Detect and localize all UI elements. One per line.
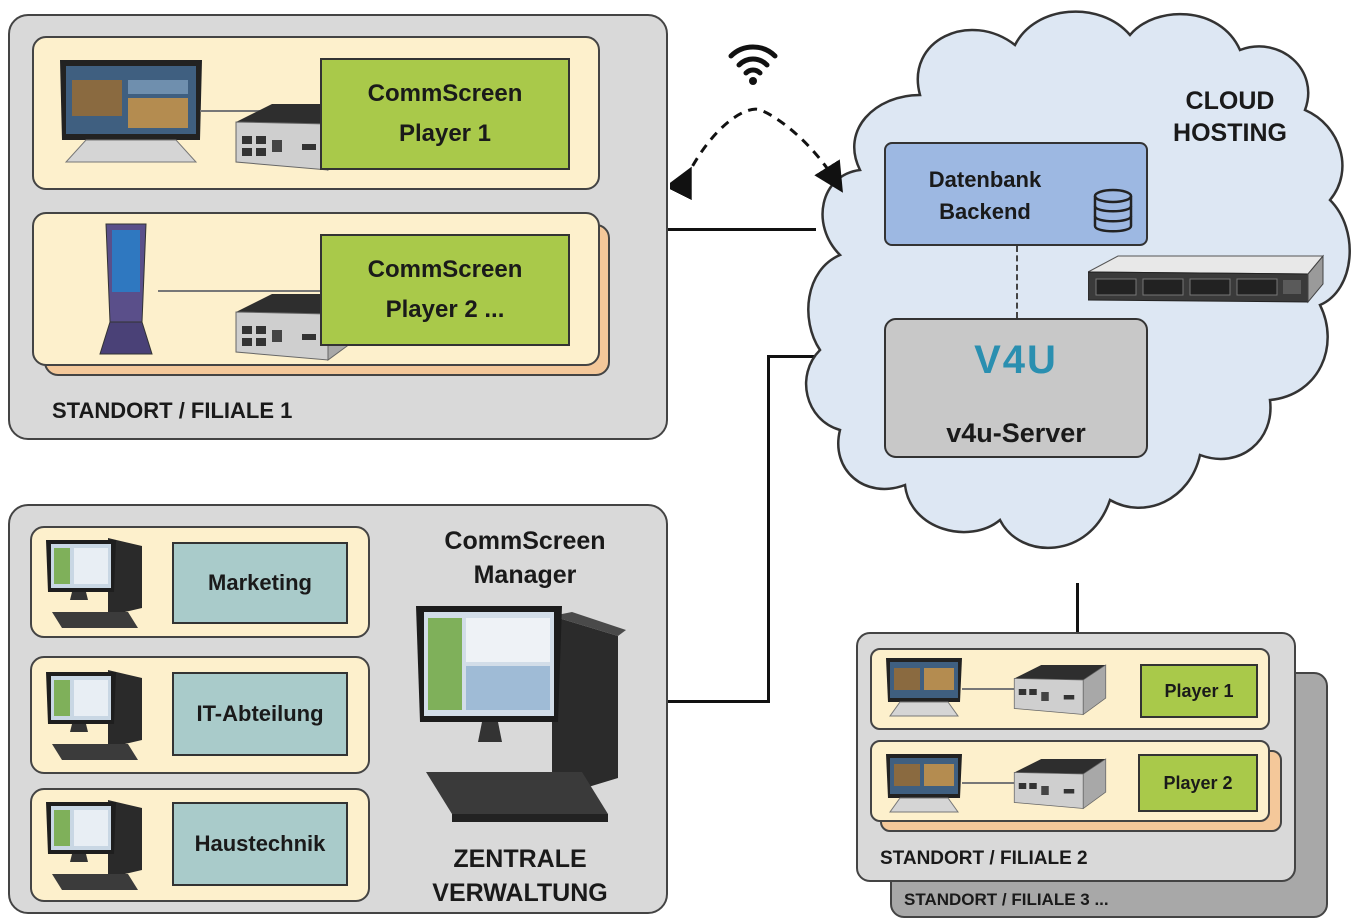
monitor-icon: [60, 60, 202, 163]
link-cloud-site2: [1076, 583, 1079, 635]
monitor-icon: [886, 754, 962, 813]
monitor-icon: [886, 658, 962, 717]
desktop-pc-icon: [46, 538, 142, 628]
site1-p2-cable: [158, 290, 322, 292]
kiosk-icon: [99, 223, 153, 355]
db-server-dashed-link: [1016, 246, 1018, 318]
desktop-pc-icon: [416, 606, 626, 822]
site2-p2-cable: [962, 782, 1032, 784]
site2-p1-cable: [962, 688, 1032, 690]
cloud-hosting-label: CLOUD HOSTING: [1173, 87, 1287, 147]
link-site1-cloud: [666, 228, 816, 231]
link-central-cloud-h1: [666, 700, 769, 703]
desktop-pc-icon: [46, 670, 142, 760]
database-icon: [1093, 188, 1133, 233]
site3-label: STANDORT / FILIALE 3 ...: [904, 890, 1109, 909]
site2-player2-box: Player 2: [1138, 754, 1258, 812]
wireless-link-arrows: [670, 107, 843, 200]
v4u-server-box: [884, 318, 1148, 458]
database-backend-box: [884, 142, 1148, 246]
media-box-icon: [1013, 664, 1107, 716]
wifi-icon: [728, 44, 778, 85]
site1-player1-box: CommScreen Player 1: [320, 58, 570, 170]
link-central-cloud-v: [767, 355, 770, 703]
desktop-pc-icon: [46, 800, 142, 890]
site2-label: STANDORT / FILIALE 2: [880, 848, 1088, 869]
v4u-server-label: v4u-Server: [946, 418, 1086, 448]
v4u-logo: V4U: [974, 338, 1058, 382]
rack-server-icon: [1088, 254, 1325, 304]
link-central-cloud-h2: [767, 355, 827, 358]
central-label: ZENTRALE VERWALTUNG: [432, 845, 608, 907]
site1-label: STANDORT / FILIALE 1: [52, 398, 293, 423]
database-label: Datenbank Backend: [928, 167, 1042, 224]
dept-it-box: IT-Abteilung: [172, 672, 348, 756]
dept-marketing-box: Marketing: [172, 542, 348, 624]
site2-player1-box: Player 1: [1140, 664, 1258, 718]
site1-player2-box: CommScreen Player 2 ...: [320, 234, 570, 346]
dept-facility-box: Haustechnik: [172, 802, 348, 886]
manager-title: CommScreen Manager: [444, 527, 606, 589]
media-box-icon: [1013, 758, 1107, 810]
